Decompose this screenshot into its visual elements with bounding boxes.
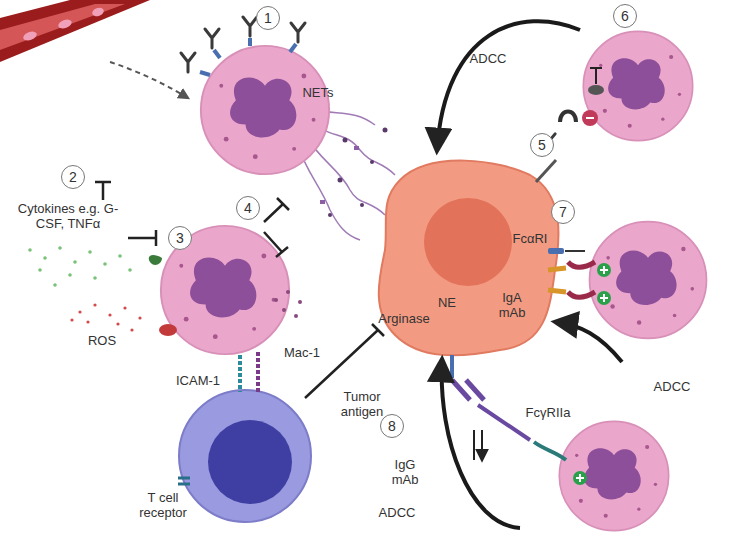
callout-number: 3	[168, 226, 192, 250]
callout-number: 1	[256, 6, 280, 30]
callout-number: 7	[551, 200, 575, 224]
neutrophil	[559, 421, 668, 530]
label-text: Mac-1	[284, 345, 320, 360]
adcc-arrows	[437, 21, 622, 528]
label-text: IgA mAb	[492, 290, 532, 320]
neutrophil	[161, 226, 289, 354]
label-text: ROS	[88, 333, 116, 348]
label-text: ADCC	[654, 379, 691, 394]
ros	[70, 303, 141, 331]
label-text: NE	[438, 295, 456, 310]
label-text: T cell receptor	[127, 490, 199, 520]
t-cell-nucleus	[208, 420, 292, 504]
arginase-granules	[274, 290, 302, 318]
blood-vessel	[0, 0, 150, 62]
antibodies	[181, 17, 305, 75]
label-text: ADCC	[470, 51, 507, 66]
label-text: ADCC	[379, 505, 416, 520]
callout-number: 5	[530, 133, 554, 157]
igg-fcgriia	[452, 355, 587, 485]
ros-source	[159, 324, 177, 336]
inhibitory-receptor	[582, 68, 612, 126]
neutrophil	[590, 222, 707, 339]
label-text: FcαRI	[513, 231, 548, 246]
net-granules	[320, 128, 388, 218]
neutrophil	[583, 31, 692, 140]
t-cell-receptor	[178, 478, 190, 484]
cytokines	[28, 246, 132, 287]
recruitment-arrow	[110, 62, 188, 98]
callout-number: 6	[613, 4, 637, 28]
iga-fcari	[548, 248, 611, 305]
label-text: NETs	[302, 85, 333, 100]
callout-number: 4	[236, 196, 260, 220]
label-text: ICAM-1	[176, 373, 220, 388]
cytokine-receptor	[149, 255, 162, 265]
callout-number: 2	[61, 165, 85, 189]
label-text: Cytokines e.g. G-CSF, TNFα	[4, 201, 132, 231]
t-cell	[179, 390, 311, 522]
tumor-cell	[379, 161, 559, 356]
inhibition-marks	[95, 182, 384, 398]
label-text: Arginase	[378, 311, 429, 326]
callout-number: 8	[380, 414, 404, 438]
label-text: FcγRIIa	[526, 405, 571, 420]
neutrophil	[201, 46, 329, 174]
label-text: IgG mAb	[385, 457, 425, 487]
label-text: Tumor antigen	[333, 389, 391, 419]
tumor-nucleus	[424, 198, 512, 286]
mac1-icam1	[240, 352, 258, 392]
